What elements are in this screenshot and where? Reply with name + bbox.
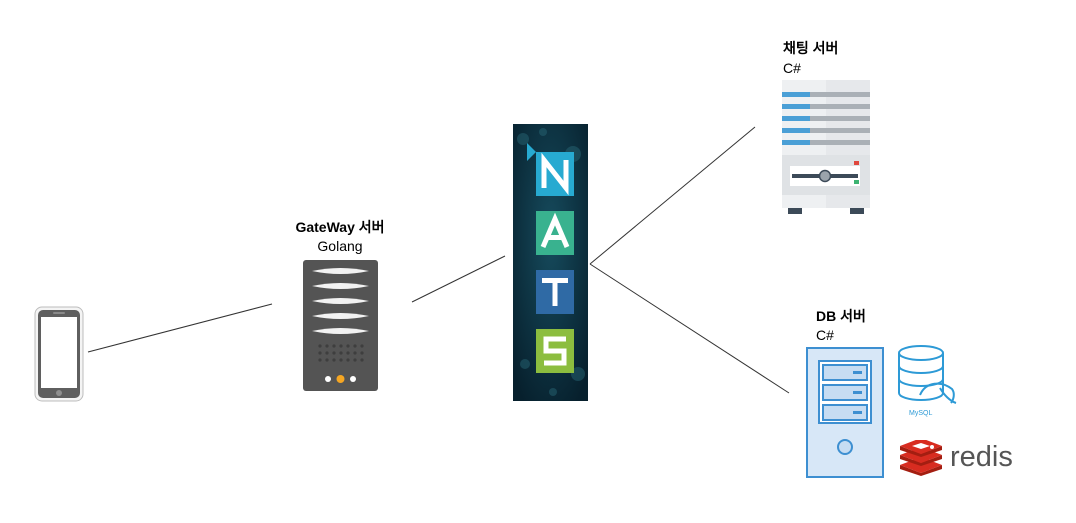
server-tower-icon xyxy=(303,260,378,391)
gateway-subtitle: Golang xyxy=(317,238,363,254)
gateway-title: GateWay 서버 xyxy=(295,219,385,235)
smartphone-icon xyxy=(34,306,84,402)
nats-logo xyxy=(513,124,588,401)
redis-icon xyxy=(900,440,942,476)
db-server-title: DB 서버 xyxy=(816,308,866,324)
db-server-subtitle: C# xyxy=(816,327,834,343)
mysql-icon xyxy=(898,345,957,404)
mysql-logo: MySQL xyxy=(896,343,958,427)
mysql-label: MySQL xyxy=(909,410,933,417)
gateway-server xyxy=(303,260,378,391)
db-server-tower-icon xyxy=(806,347,884,478)
chat-server-subtitle: C# xyxy=(783,60,801,76)
nats-icon xyxy=(513,124,588,401)
redis-label: redis xyxy=(950,441,1013,473)
rack-server-icon xyxy=(782,80,870,214)
redis-logo: redis xyxy=(898,440,1023,476)
nats-db-link xyxy=(589,263,790,394)
nats-chat-link xyxy=(589,126,756,265)
smartphone xyxy=(34,306,84,402)
chat-server xyxy=(782,80,870,214)
phone-gateway-link xyxy=(87,303,273,353)
db-server xyxy=(806,347,884,478)
gateway-nats-link xyxy=(411,255,506,303)
chat-server-title: 채팅 서버 xyxy=(783,40,839,56)
